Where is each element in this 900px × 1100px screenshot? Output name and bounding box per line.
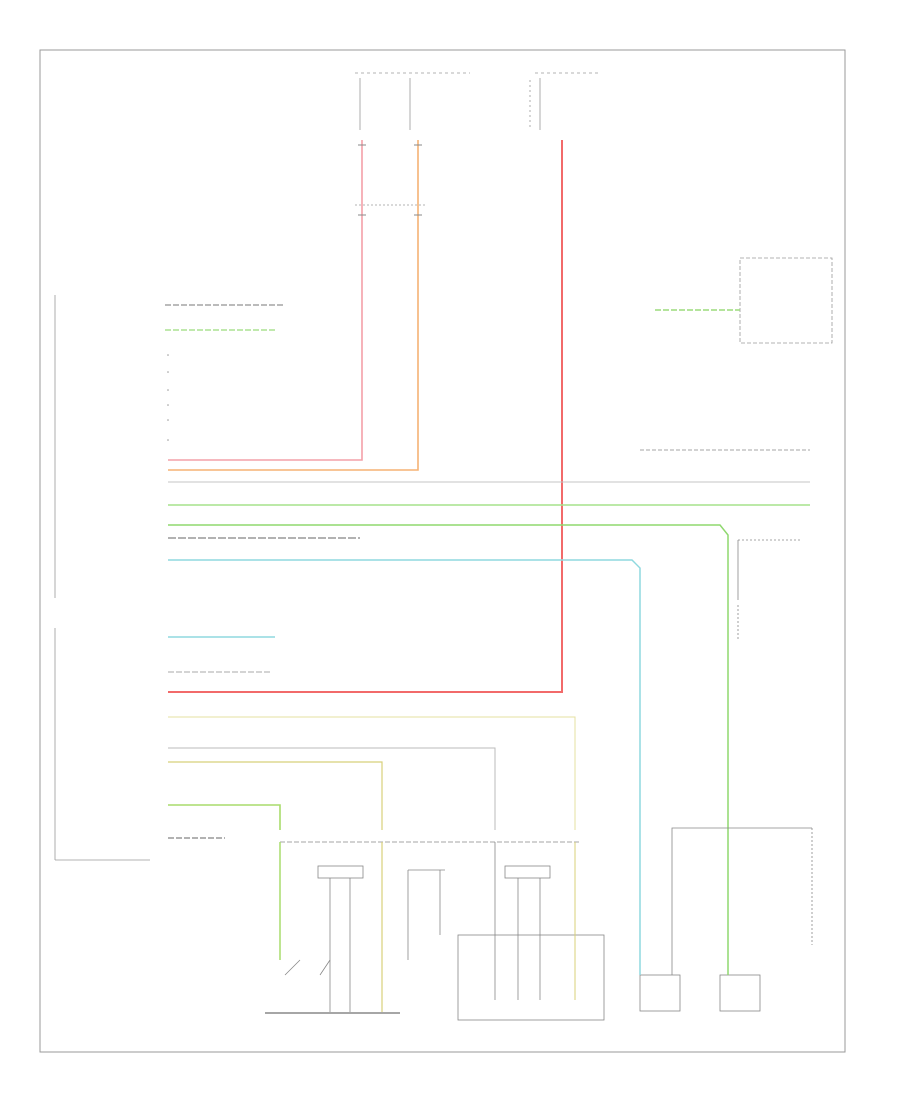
wire-cyan (168, 559, 641, 880)
rear-seat-switches (639, 827, 813, 1012)
wire-yellow-2 (168, 761, 383, 830)
top-fuse-area (355, 72, 600, 206)
top-connectors (358, 144, 422, 216)
right-connectors (640, 449, 810, 640)
wire-red-a (168, 140, 363, 461)
rear-control-module (739, 257, 833, 344)
right-front-seat-group (265, 842, 400, 1014)
left-module-bracket (54, 295, 150, 861)
left-front-seat-group (407, 842, 605, 1021)
wire-orange (168, 140, 419, 471)
wire-green-yellow (168, 804, 281, 830)
wire-yellow-1 (168, 716, 576, 830)
wire-gray-2 (168, 747, 496, 830)
wire-red-b (168, 140, 563, 693)
pin-marks (167, 354, 169, 441)
wire-green-long-2 (168, 524, 729, 880)
diagram-frame (39, 49, 846, 1053)
